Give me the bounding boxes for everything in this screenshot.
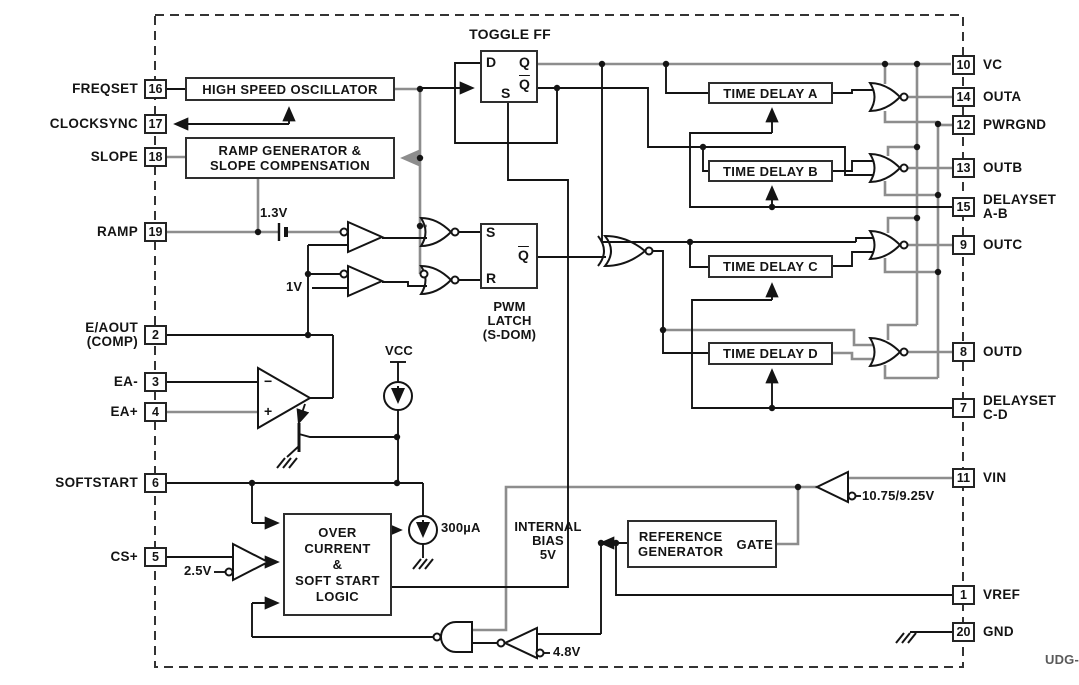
pin-label-freqset: FREQSET <box>72 81 138 96</box>
block-ramp-generator: RAMP GENERATOR & SLOPE COMPENSATION <box>185 137 395 179</box>
block-time-delay-a: TIME DELAY A <box>708 82 833 104</box>
ff-qbar-label: Q <box>519 76 530 92</box>
cs-threshold-label: 2.5V <box>184 563 212 578</box>
pin-label-vin: VIN <box>983 470 1007 485</box>
block-overcurrent-softstart: OVER CURRENT & SOFT START LOGIC <box>283 513 392 616</box>
vref-threshold-label: 4.8V <box>553 644 581 659</box>
fault-nand-gate <box>432 621 473 653</box>
pin-label-vref: VREF <box>983 587 1021 602</box>
pin-box-13: 13 <box>952 158 975 178</box>
wires-gray <box>167 62 952 632</box>
ground-symbol-transistor <box>276 457 298 469</box>
symbols <box>224 81 917 660</box>
reset-nor-gate <box>419 264 460 296</box>
vcc-label: VCC <box>384 343 414 358</box>
pin-label-slope: SLOPE <box>90 149 138 164</box>
pwm-latch-caption: PWM LATCH (S-DOM) <box>482 299 537 342</box>
block-time-delay-c: TIME DELAY C <box>708 255 833 278</box>
pin-box-15: 15 <box>952 197 975 217</box>
comp2-threshold-label: 1V <box>286 279 303 294</box>
outd-gate <box>868 336 909 368</box>
ff-q-label: Q <box>519 54 530 70</box>
pin-box-2: 2 <box>144 325 167 345</box>
one-volt-comparator <box>339 264 385 298</box>
ff-s-label: S <box>501 85 511 101</box>
block-toggle-ff <box>480 50 538 103</box>
ic-boundary <box>154 14 964 668</box>
vref-good-comparator <box>496 626 545 660</box>
latch-r-label: R <box>486 270 497 286</box>
pin-label-cs-plus: CS+ <box>110 549 138 564</box>
pin-label-eaout: E/AOUT (COMP) <box>85 320 138 349</box>
pin-label-outa: OUTA <box>983 89 1022 104</box>
pwm-comparator <box>339 220 385 254</box>
block-reference-generator: REFERENCE GENERATOR GATE <box>627 520 777 568</box>
junction-dots <box>248 60 942 547</box>
block-high-speed-oscillator: HIGH SPEED OSCILLATOR <box>185 77 395 101</box>
pin-label-pwrgnd: PWRGND <box>983 117 1047 132</box>
pin-box-20: 20 <box>952 622 975 642</box>
vcc-current-source <box>383 381 413 411</box>
pin-box-17: 17 <box>144 114 167 134</box>
pin-label-delayset-cd: DELAYSET C-D <box>983 393 1057 422</box>
uvlo-comparator <box>814 470 857 504</box>
reference-gate-label: GATE <box>736 536 774 552</box>
pin-label-vc: VC <box>983 57 1003 72</box>
uvlo-threshold-label: 10.75/9.25V <box>862 488 935 503</box>
pin-box-10: 10 <box>952 55 975 75</box>
pin-box-8: 8 <box>952 342 975 362</box>
ramp-offset-symbol <box>277 223 288 241</box>
block-time-delay-b: TIME DELAY B <box>708 160 833 182</box>
pin-box-3: 3 <box>144 372 167 392</box>
pin-box-12: 12 <box>952 115 975 135</box>
pin-label-ea-plus: EA+ <box>110 404 138 419</box>
pin-label-delayset-ab: DELAYSET A-B <box>983 192 1057 221</box>
internal-bias-caption: INTERNAL BIAS 5V <box>514 519 582 562</box>
pin-box-18: 18 <box>144 147 167 167</box>
ramp-offset-label: 1.3V <box>260 205 288 220</box>
pin-label-gnd: GND <box>983 624 1014 639</box>
pin-box-4: 4 <box>144 402 167 422</box>
pin-box-11: 11 <box>952 468 975 488</box>
pin-label-softstart: SOFTSTART <box>55 475 138 490</box>
wires-black <box>167 62 952 654</box>
ground-symbol-gnd-pin <box>895 632 917 644</box>
pin-box-1: 1 <box>952 585 975 605</box>
outa-gate <box>868 81 909 113</box>
pin-box-16: 16 <box>144 79 167 99</box>
pin-box-9: 9 <box>952 235 975 255</box>
current-sense-comparator <box>224 542 271 582</box>
latch-qbar-label: Q <box>518 247 529 263</box>
pin-label-outb: OUTB <box>983 160 1023 175</box>
pin-box-14: 14 <box>952 87 975 107</box>
xnor-gate <box>597 234 654 268</box>
pin-box-19: 19 <box>144 222 167 242</box>
pin-label-outc: OUTC <box>983 237 1023 252</box>
block-time-delay-d: TIME DELAY D <box>708 342 833 365</box>
error-amplifier <box>257 366 313 430</box>
outb-gate <box>868 152 909 184</box>
pin-box-5: 5 <box>144 547 167 567</box>
pin-label-clocksync: CLOCKSYNC <box>49 116 138 131</box>
set-nor-gate <box>419 216 460 248</box>
pin-box-7: 7 <box>952 398 975 418</box>
pin-box-6: 6 <box>144 473 167 493</box>
softstart-current-source <box>408 515 438 545</box>
latch-s-label: S <box>486 224 496 240</box>
error-amp-inverting-sign: − <box>264 373 273 389</box>
ground-symbol-current-source <box>412 558 434 570</box>
ff-d-label: D <box>486 54 497 70</box>
block-pwm-latch <box>480 223 538 289</box>
pin-label-outd: OUTD <box>983 344 1023 359</box>
pin-label-ea-minus: EA- <box>113 374 138 389</box>
error-amp-noninverting-sign: + <box>264 403 273 419</box>
reference-generator-label: REFERENCE GENERATOR <box>638 529 724 559</box>
pin-label-ramp: RAMP <box>97 224 138 239</box>
softstart-current-label: 300µA <box>441 520 481 535</box>
footer-code: UDG- <box>1045 652 1079 667</box>
outc-gate <box>868 229 909 261</box>
toggle-ff-caption: TOGGLE FF <box>469 26 551 42</box>
